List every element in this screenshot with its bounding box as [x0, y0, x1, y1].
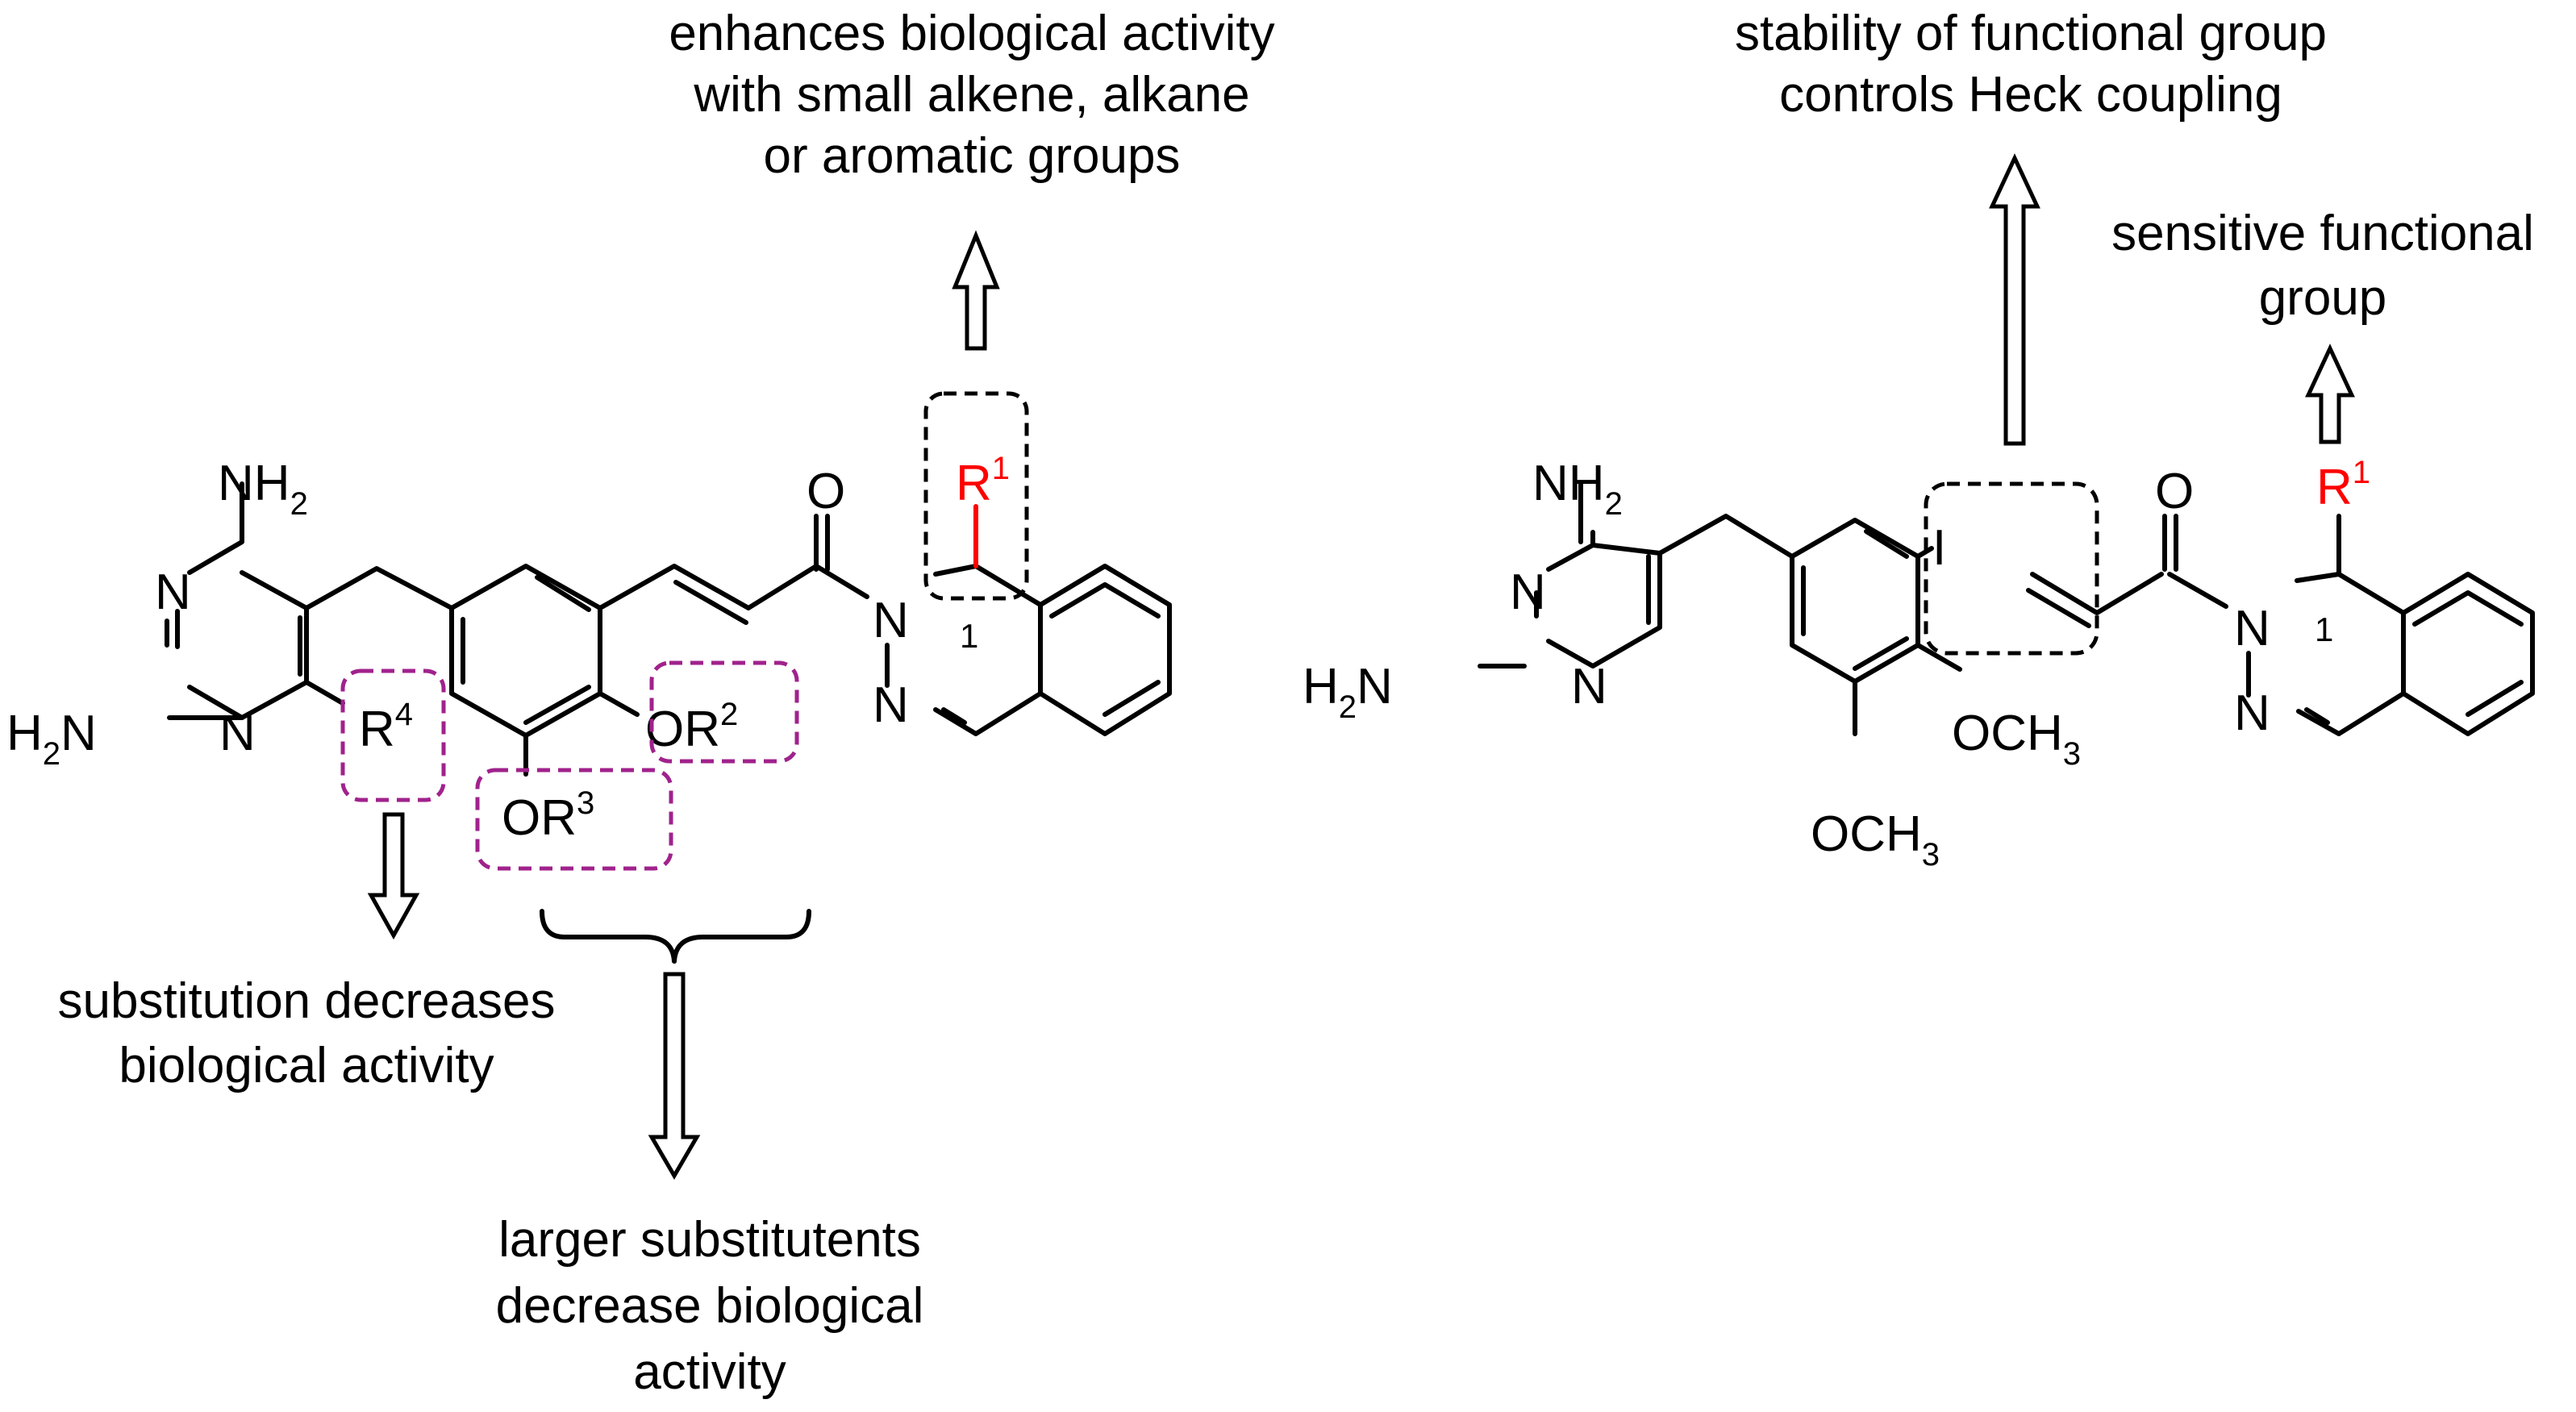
right-carbonyl-o-label: O: [2155, 464, 2194, 519]
left-phthalazine-bonds: [933, 564, 1172, 736]
right-sensitive-caption: sensitive functional group: [2111, 206, 2534, 326]
left-r4-highlight-box: [340, 669, 446, 802]
left-or-caption-line3: activity: [633, 1344, 786, 1400]
right-benzene-bonds: [1790, 514, 2341, 736]
right-sensitive-up-arrow: [2305, 344, 2355, 444]
left-pyrimidine-bonds: [165, 481, 454, 720]
left-amide-n-label: N: [873, 593, 909, 648]
left-h2n-label: H2N: [6, 706, 97, 772]
left-or3-label: OR3: [502, 785, 594, 846]
left-n-bottom-label: N: [219, 706, 256, 761]
left-benzene-bonds: [449, 514, 978, 777]
left-imine-n-label: N: [873, 677, 909, 733]
left-or3-highlight-box: [475, 768, 673, 871]
left-n-top-label: N: [155, 564, 191, 620]
left-or-down-arrow: [648, 972, 701, 1180]
right-iodo-label: I: [1932, 520, 1946, 576]
right-heck-caption: stability of functional group controls H…: [1735, 6, 2327, 123]
left-or-caption-line1: larger substitutents: [498, 1212, 921, 1268]
left-top-caption-line2: with small alkene, alkane: [693, 67, 1249, 123]
left-r1-label: R1: [956, 451, 1010, 511]
left-or-brace: [540, 909, 811, 964]
right-heck-caption-line2: controls Heck coupling: [1779, 67, 2282, 123]
right-amide-n-label: N: [2234, 601, 2270, 656]
left-atom-labels: NH2 N N H2N R4 OR2 OR3 O N N R1 1: [6, 451, 1010, 846]
right-atom-labels: NH2 N N H2N I OCH3 OCH3 O N N R1 1: [1303, 455, 2370, 873]
right-h2n-label: H2N: [1303, 659, 1393, 725]
right-och3-a-label: OCH3: [1952, 706, 2081, 772]
left-or2-highlight-box: [649, 660, 799, 764]
right-nh2-label: NH2: [1532, 456, 1623, 522]
left-r1-highlight-box: [923, 391, 1029, 601]
right-sensitive-caption-line1: sensitive functional: [2111, 206, 2534, 261]
left-or2-label: OR2: [645, 697, 738, 757]
left-molecule: [165, 481, 1172, 777]
left-carbonyl-o-label: O: [807, 464, 845, 519]
left-locant-label: 1: [960, 617, 978, 655]
left-r4-caption-line2: biological activity: [119, 1038, 494, 1093]
right-r1-label: R1: [2316, 455, 2370, 515]
right-n-top-label: N: [1510, 564, 1546, 620]
left-nh2-label: NH2: [218, 456, 308, 522]
left-top-caption: enhances biological activity with small …: [669, 6, 1274, 184]
right-n-bottom-label: N: [1571, 659, 1607, 714]
left-r4-caption-line1: substitution decreases: [58, 973, 556, 1029]
left-top-caption-line1: enhances biological activity: [669, 6, 1274, 61]
right-heck-up-arrow: [1989, 153, 2040, 446]
right-phthalazine-bonds: [2296, 514, 2535, 736]
right-imine-n-label: N: [2234, 685, 2270, 741]
left-or-caption-line2: decrease biological: [496, 1278, 924, 1334]
left-top-caption-line3: or aromatic groups: [764, 128, 1181, 184]
left-r4-caption: substitution decreases biological activi…: [58, 973, 556, 1093]
right-och3-b-label: OCH3: [1811, 806, 1940, 873]
right-sensitive-caption-line2: group: [2259, 270, 2387, 326]
right-locant-label: 1: [2315, 610, 2333, 648]
right-molecule: [1478, 481, 2535, 736]
right-heck-highlight-box: [1924, 481, 2099, 656]
right-heck-caption-line1: stability of functional group: [1735, 6, 2327, 61]
left-top-up-arrow: [952, 230, 1000, 351]
left-r4-label: R4: [359, 697, 413, 757]
left-or-caption: larger substitutents decrease biological…: [496, 1212, 924, 1400]
left-r4-down-arrow: [367, 812, 420, 940]
right-pyrimidine-bonds: [1478, 481, 1794, 669]
